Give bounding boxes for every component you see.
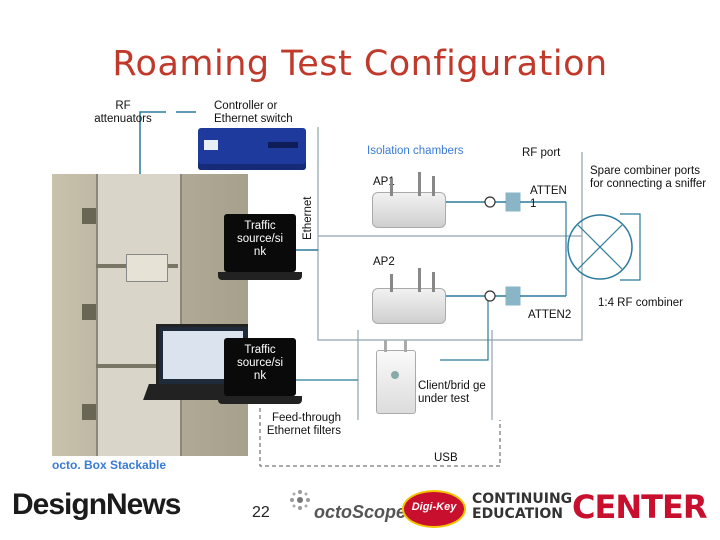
latch-icon-3 [82,404,96,420]
combiner-cross-b [577,224,623,270]
atten2-label: ATTEN2 [528,309,572,321]
controller-switch-device [198,128,306,170]
controller-label: Controller or Ethernet switch [214,100,293,125]
ap1-antenna-3 [432,176,435,196]
ap2-antenna-1 [390,274,393,292]
ap2-rf-port [484,290,496,302]
traffic-top-base [218,272,302,280]
ap1-antenna-2 [418,172,421,196]
page-title: Roaming Test Configuration [112,44,608,84]
ap2-antenna-3 [432,272,435,292]
chamber-outline-ap [317,127,583,341]
ap2-device [372,288,446,324]
rf-combiner-circle [567,214,633,280]
octoscope-logo-icon [288,488,312,512]
octobox-label: octo. Box Stackable [52,458,167,472]
ap2-antenna-2 [418,268,421,292]
rf-port-label: RF port [522,147,561,159]
feedthrough-label: Feed-through Ethernet filters [266,412,341,437]
usb-dashed-line [259,408,501,467]
usb-label: USB [434,452,458,464]
traffic-source-laptop-bottom: Traffic source/si nk [224,338,296,396]
attenuator-module-image [126,254,168,282]
ap1-rf-port [484,196,496,208]
client-antenna-2 [404,340,407,352]
traffic-bottom-label: Traffic source/si nk [236,344,284,382]
education-text: EDUCATION [472,506,563,522]
atten1-label: ATTEN 1 [530,185,567,210]
client-label: Client/brid ge under test [418,380,486,405]
traffic-bottom-base [218,396,302,404]
ethernet-label: Ethernet [302,196,314,240]
combiner-sniffer-line [620,213,641,281]
rf-attenuators-label: RF attenuators [94,100,152,125]
page-number: 22 [252,504,270,521]
client-bridge-device [376,350,416,414]
design-news-logo: DesignNews [12,488,181,521]
center-text: CENTER [572,488,707,526]
latch-icon-2 [82,304,96,320]
client-led-icon [391,371,399,379]
combiner-label: 1:4 RF combiner [598,297,684,309]
digikey-logo: Digi-Key [402,490,466,528]
digikey-logo-text: Digi-Key [411,501,457,513]
traffic-source-laptop-top: Traffic source/si nk [224,214,296,272]
octobox-photo [52,174,248,456]
switch-badge-icon [204,140,218,150]
atten1-block [505,192,521,212]
client-rf-line [440,300,489,361]
switch-port-icon [268,142,298,148]
ap1-device [372,192,446,228]
ap1-antenna-1 [390,178,393,196]
client-antenna-1 [384,340,387,352]
ap1-label: AP1 [373,176,395,188]
spare-combiner-label: Spare combiner ports for connecting a sn… [590,165,707,190]
octoscope-logo-text: octoScope [314,502,407,522]
chamber-seam-2 [96,364,178,368]
traffic-top-label: Traffic source/si nk [236,220,284,258]
continuing-text: CONTINUING [472,491,573,507]
atten2-block [505,286,521,306]
isolation-chambers-label: Isolation chambers [367,145,464,157]
latch-icon [82,208,96,224]
octoscope-dots [290,490,310,510]
ap2-label: AP2 [373,256,395,268]
chamber-stack-image [96,174,182,456]
